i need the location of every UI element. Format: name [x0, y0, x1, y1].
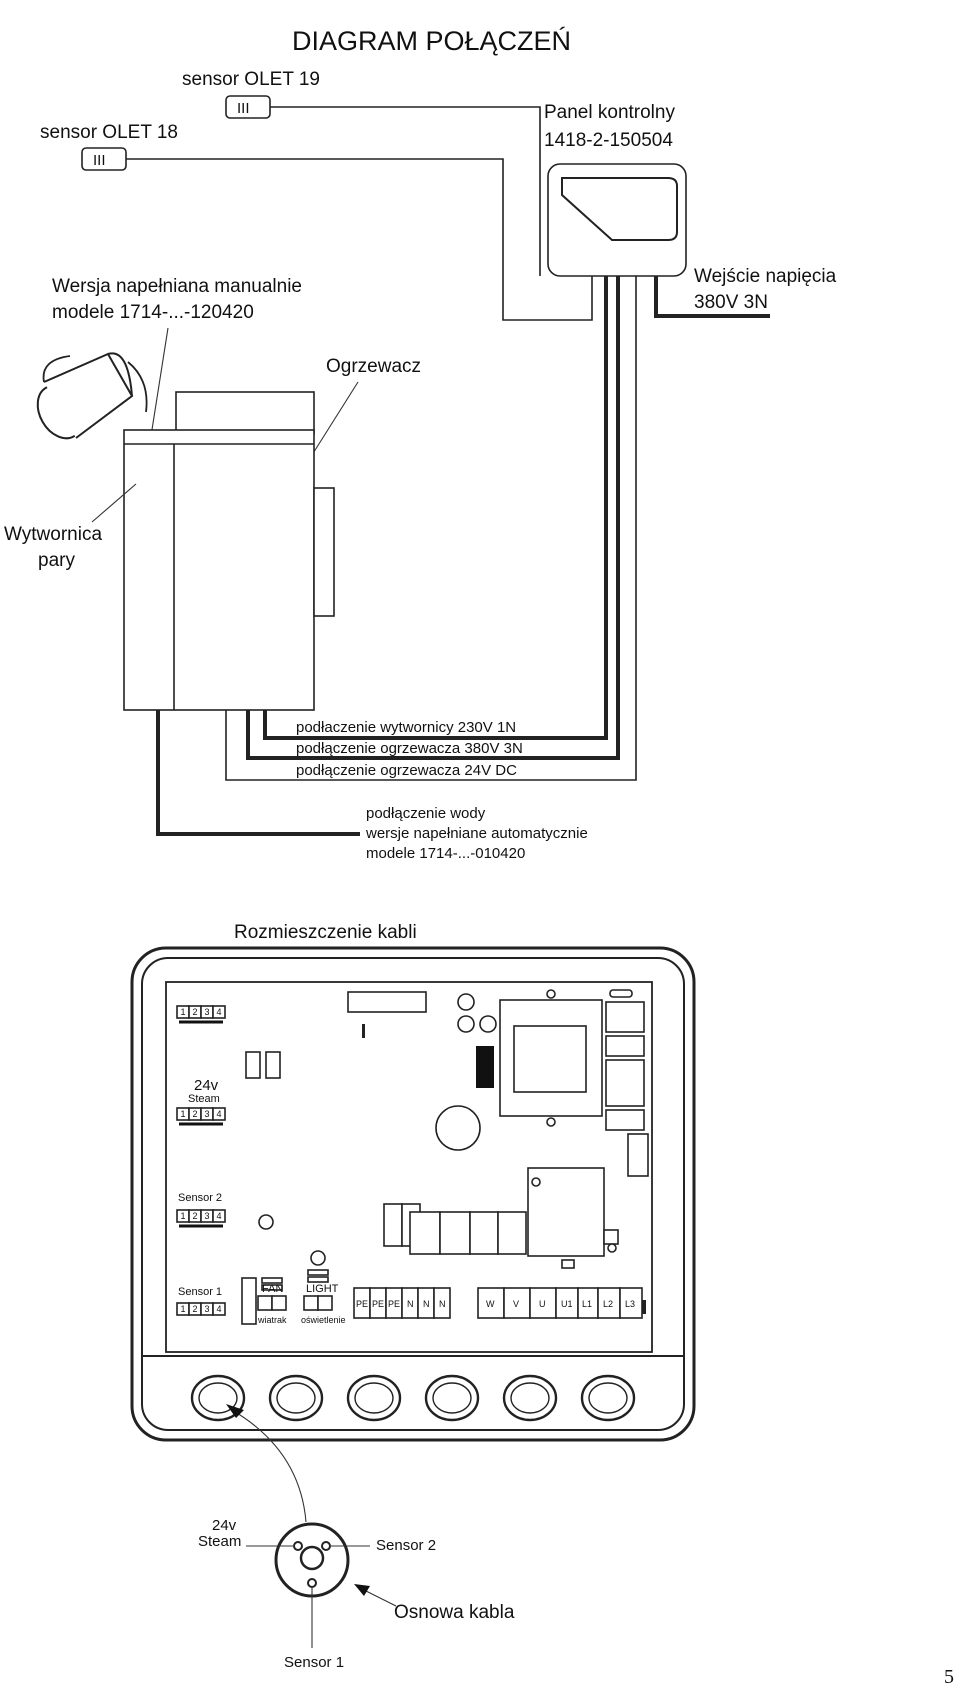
- manual-version-models: modele 1714-...-120420: [52, 302, 254, 323]
- conn-heater380-label: podłączenie ogrzewacza 380V 3N: [296, 740, 523, 757]
- pin-label: 4: [217, 1109, 222, 1119]
- terminal-label: L3: [625, 1299, 635, 1309]
- fan-sublabel: wiatrak: [257, 1315, 287, 1325]
- pin-label: 4: [217, 1304, 222, 1314]
- sensor-olet18-icon: III: [81, 147, 127, 171]
- steam-label: Steam: [188, 1093, 220, 1105]
- pcb-components: [241, 989, 649, 1325]
- cable-core-label: Osnowa kabla: [394, 1602, 515, 1623]
- heater-label: Ogrzewacz: [326, 356, 421, 377]
- cable-sensor1-label: Sensor 1: [284, 1654, 344, 1671]
- cable-24v-label: 24v: [212, 1517, 237, 1534]
- terminal-label: L1: [582, 1299, 592, 1309]
- manual-version-label: Wersja napełniana manualnie: [52, 276, 302, 297]
- board-title: Rozmieszczenie kabli: [234, 922, 417, 943]
- control-panel: [547, 163, 687, 277]
- light-sublabel: oświetlenie: [301, 1315, 346, 1325]
- terminal-label: V: [513, 1299, 519, 1309]
- sensor-olet18-label: sensor OLET 18: [40, 122, 178, 143]
- sensor-olet19-glyph: III: [237, 100, 250, 117]
- generator-pointer: [91, 483, 137, 523]
- pin-label: 1: [181, 1007, 186, 1017]
- sensor-olet19-label: sensor OLET 19: [182, 69, 320, 90]
- pin-label: 1: [181, 1304, 186, 1314]
- connector-sensor2: 1 2 3 4: [176, 1209, 226, 1228]
- connector-row-1: 1 2 3 4: [176, 1005, 226, 1024]
- pin-label: 2: [193, 1304, 198, 1314]
- water-pitcher-icon: [36, 352, 148, 440]
- terminal-block-left: PE PE PE N N N: [353, 1287, 451, 1319]
- water-conn-models: modele 1714-...-010420: [366, 845, 525, 862]
- light-connector: [303, 1295, 333, 1311]
- terminal-label: N: [439, 1299, 446, 1309]
- conn-heater24-label: podłączenie ogrzewacza 24V DC: [296, 762, 517, 779]
- unit-cables: [156, 276, 637, 836]
- water-conn-label: podłączenie wody: [366, 805, 486, 822]
- sensor-wires: [126, 106, 593, 321]
- power-input-label: Wejście napięcia: [694, 266, 837, 287]
- panel-label: Panel kontrolny: [544, 102, 675, 123]
- generator-label-2: pary: [38, 550, 75, 571]
- page-title: DIAGRAM POŁĄCZEŃ: [292, 26, 571, 56]
- generator-label: Wytwornica: [4, 524, 102, 545]
- cable-cross-section: [246, 1522, 397, 1648]
- pin-label: 3: [205, 1211, 210, 1221]
- terminal-label: PE: [372, 1299, 384, 1309]
- terminal-label: PE: [388, 1299, 400, 1309]
- pin-label: 2: [193, 1007, 198, 1017]
- power-input-spec: 380V 3N: [694, 292, 768, 313]
- connector-sensor1: 1 2 3 4: [176, 1302, 226, 1316]
- terminal-block-right: W V U U1 L1 L2 L3: [477, 1287, 643, 1319]
- conn-generator-label: podłaczenie wytwornicy 230V 1N: [296, 719, 516, 736]
- terminal-label: PE: [356, 1299, 368, 1309]
- terminal-label: L2: [603, 1299, 613, 1309]
- cable-to-gland-arrow: [226, 1404, 307, 1523]
- connector-steam: 1 2 3 4: [176, 1107, 226, 1126]
- fan-connector: [257, 1295, 287, 1311]
- sensor-olet19-icon: III: [225, 95, 271, 119]
- cable-sensor2-label: Sensor 2: [376, 1537, 436, 1554]
- terminal-label: U1: [561, 1299, 573, 1309]
- pin-label: 2: [193, 1211, 198, 1221]
- terminal-label: U: [539, 1299, 546, 1309]
- cable-steam-label: Steam: [198, 1533, 241, 1550]
- power-input-wire: [654, 276, 770, 318]
- pin-label: 3: [205, 1304, 210, 1314]
- sensor1-board-label: Sensor 1: [178, 1286, 222, 1298]
- terminal-label: W: [486, 1299, 495, 1309]
- terminal-label: N: [423, 1299, 430, 1309]
- manual-version-pointer: [150, 327, 169, 437]
- pin-label: 4: [217, 1007, 222, 1017]
- steam-unit: [123, 391, 335, 711]
- terminal-label: N: [407, 1299, 414, 1309]
- pin-label: 1: [181, 1211, 186, 1221]
- water-conn-desc: wersje napełniane automatycznie: [365, 825, 588, 842]
- sensor2-board-label: Sensor 2: [178, 1192, 222, 1204]
- pin-label: 4: [217, 1211, 222, 1221]
- pin-label: 1: [181, 1109, 186, 1119]
- light-label: LIGHT: [306, 1283, 339, 1295]
- fan-label: FAN: [262, 1283, 283, 1295]
- panel-model: 1418-2-150504: [544, 130, 673, 151]
- sensor-olet18-glyph: III: [93, 152, 106, 169]
- pin-label: 2: [193, 1109, 198, 1119]
- pin-label: 3: [205, 1109, 210, 1119]
- page-number: 5: [944, 1666, 954, 1688]
- steam-24v-label: 24v: [194, 1077, 219, 1094]
- pin-label: 3: [205, 1007, 210, 1017]
